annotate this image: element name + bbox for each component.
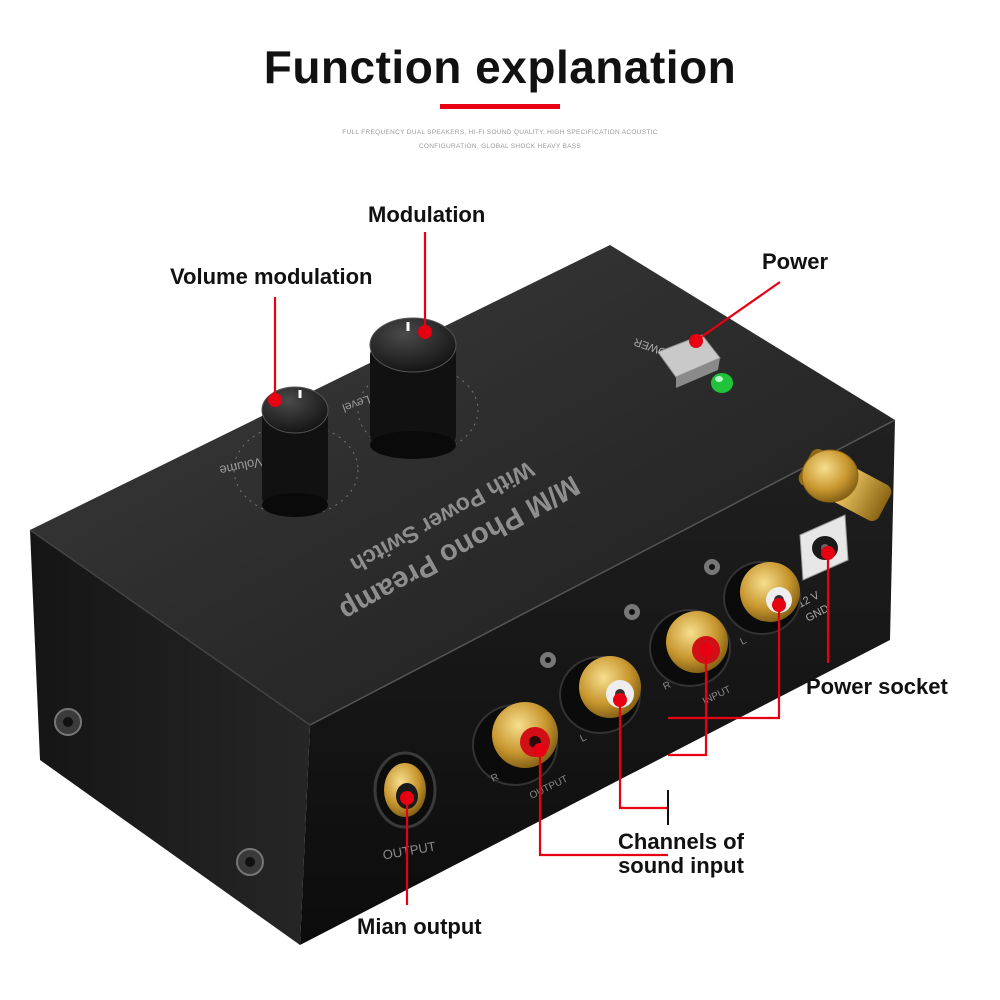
dot-channel-d xyxy=(772,598,786,612)
dot-channel-b xyxy=(613,693,627,707)
output-l-print: L xyxy=(578,732,588,745)
dot-volume xyxy=(268,393,282,407)
page-title: Function explanation xyxy=(263,41,737,93)
label-modulation: Modulation xyxy=(368,202,486,227)
label-channels-line-1: Channels of xyxy=(618,829,744,854)
power-switch[interactable] xyxy=(657,334,721,388)
rca-input-r[interactable] xyxy=(649,609,731,687)
label-power: Power xyxy=(762,249,829,274)
callout-channel-c xyxy=(668,650,708,757)
title-underline xyxy=(440,104,560,109)
label-channels-line-2: sound input xyxy=(618,853,744,878)
side-screw-top xyxy=(54,708,82,736)
input-l-print: L xyxy=(738,635,748,648)
callout-power-line xyxy=(696,281,781,341)
page-subtitle: FULL FREQUENCY DUAL SPEAKERS, HI-FI SOUN… xyxy=(300,126,700,154)
ground-terminal[interactable] xyxy=(796,446,894,524)
callout-lines xyxy=(273,232,830,905)
front-screws xyxy=(540,559,720,668)
rca-output-r[interactable] xyxy=(472,702,558,786)
input-r-print: R xyxy=(661,680,672,693)
callout-channel-b xyxy=(618,700,668,810)
dot-power-socket xyxy=(821,546,835,560)
dot-main-output xyxy=(400,791,414,805)
output-r-print: R xyxy=(489,772,500,785)
label-volume-modulation: Volume modulation xyxy=(170,264,373,289)
subtitle-line-2: CONFIGURATION, GLOBAL SHOCK HEAVY BASS xyxy=(418,143,582,150)
side-screw-bottom xyxy=(236,848,264,876)
rca-output-l[interactable] xyxy=(559,656,641,734)
subtitle-line-1: FULL FREQUENCY DUAL SPEAKERS, HI-FI SOUN… xyxy=(342,129,658,136)
callout-channel-a xyxy=(538,750,668,857)
dot-modulation xyxy=(418,325,432,339)
power-led xyxy=(711,373,733,393)
main-output-jack[interactable] xyxy=(373,751,437,829)
label-channels: Channels of sound input xyxy=(606,830,756,878)
label-main-output: Mian output xyxy=(357,914,482,939)
callout-channel-d xyxy=(668,605,781,720)
dot-channel-c xyxy=(699,643,713,657)
label-power-socket: Power socket xyxy=(806,674,948,699)
rca-input-l[interactable] xyxy=(723,561,801,635)
dot-channel-a xyxy=(533,743,547,757)
callout-dots xyxy=(268,325,835,805)
case-side xyxy=(30,530,310,945)
dot-power xyxy=(689,334,703,348)
level-knob[interactable] xyxy=(357,317,479,459)
